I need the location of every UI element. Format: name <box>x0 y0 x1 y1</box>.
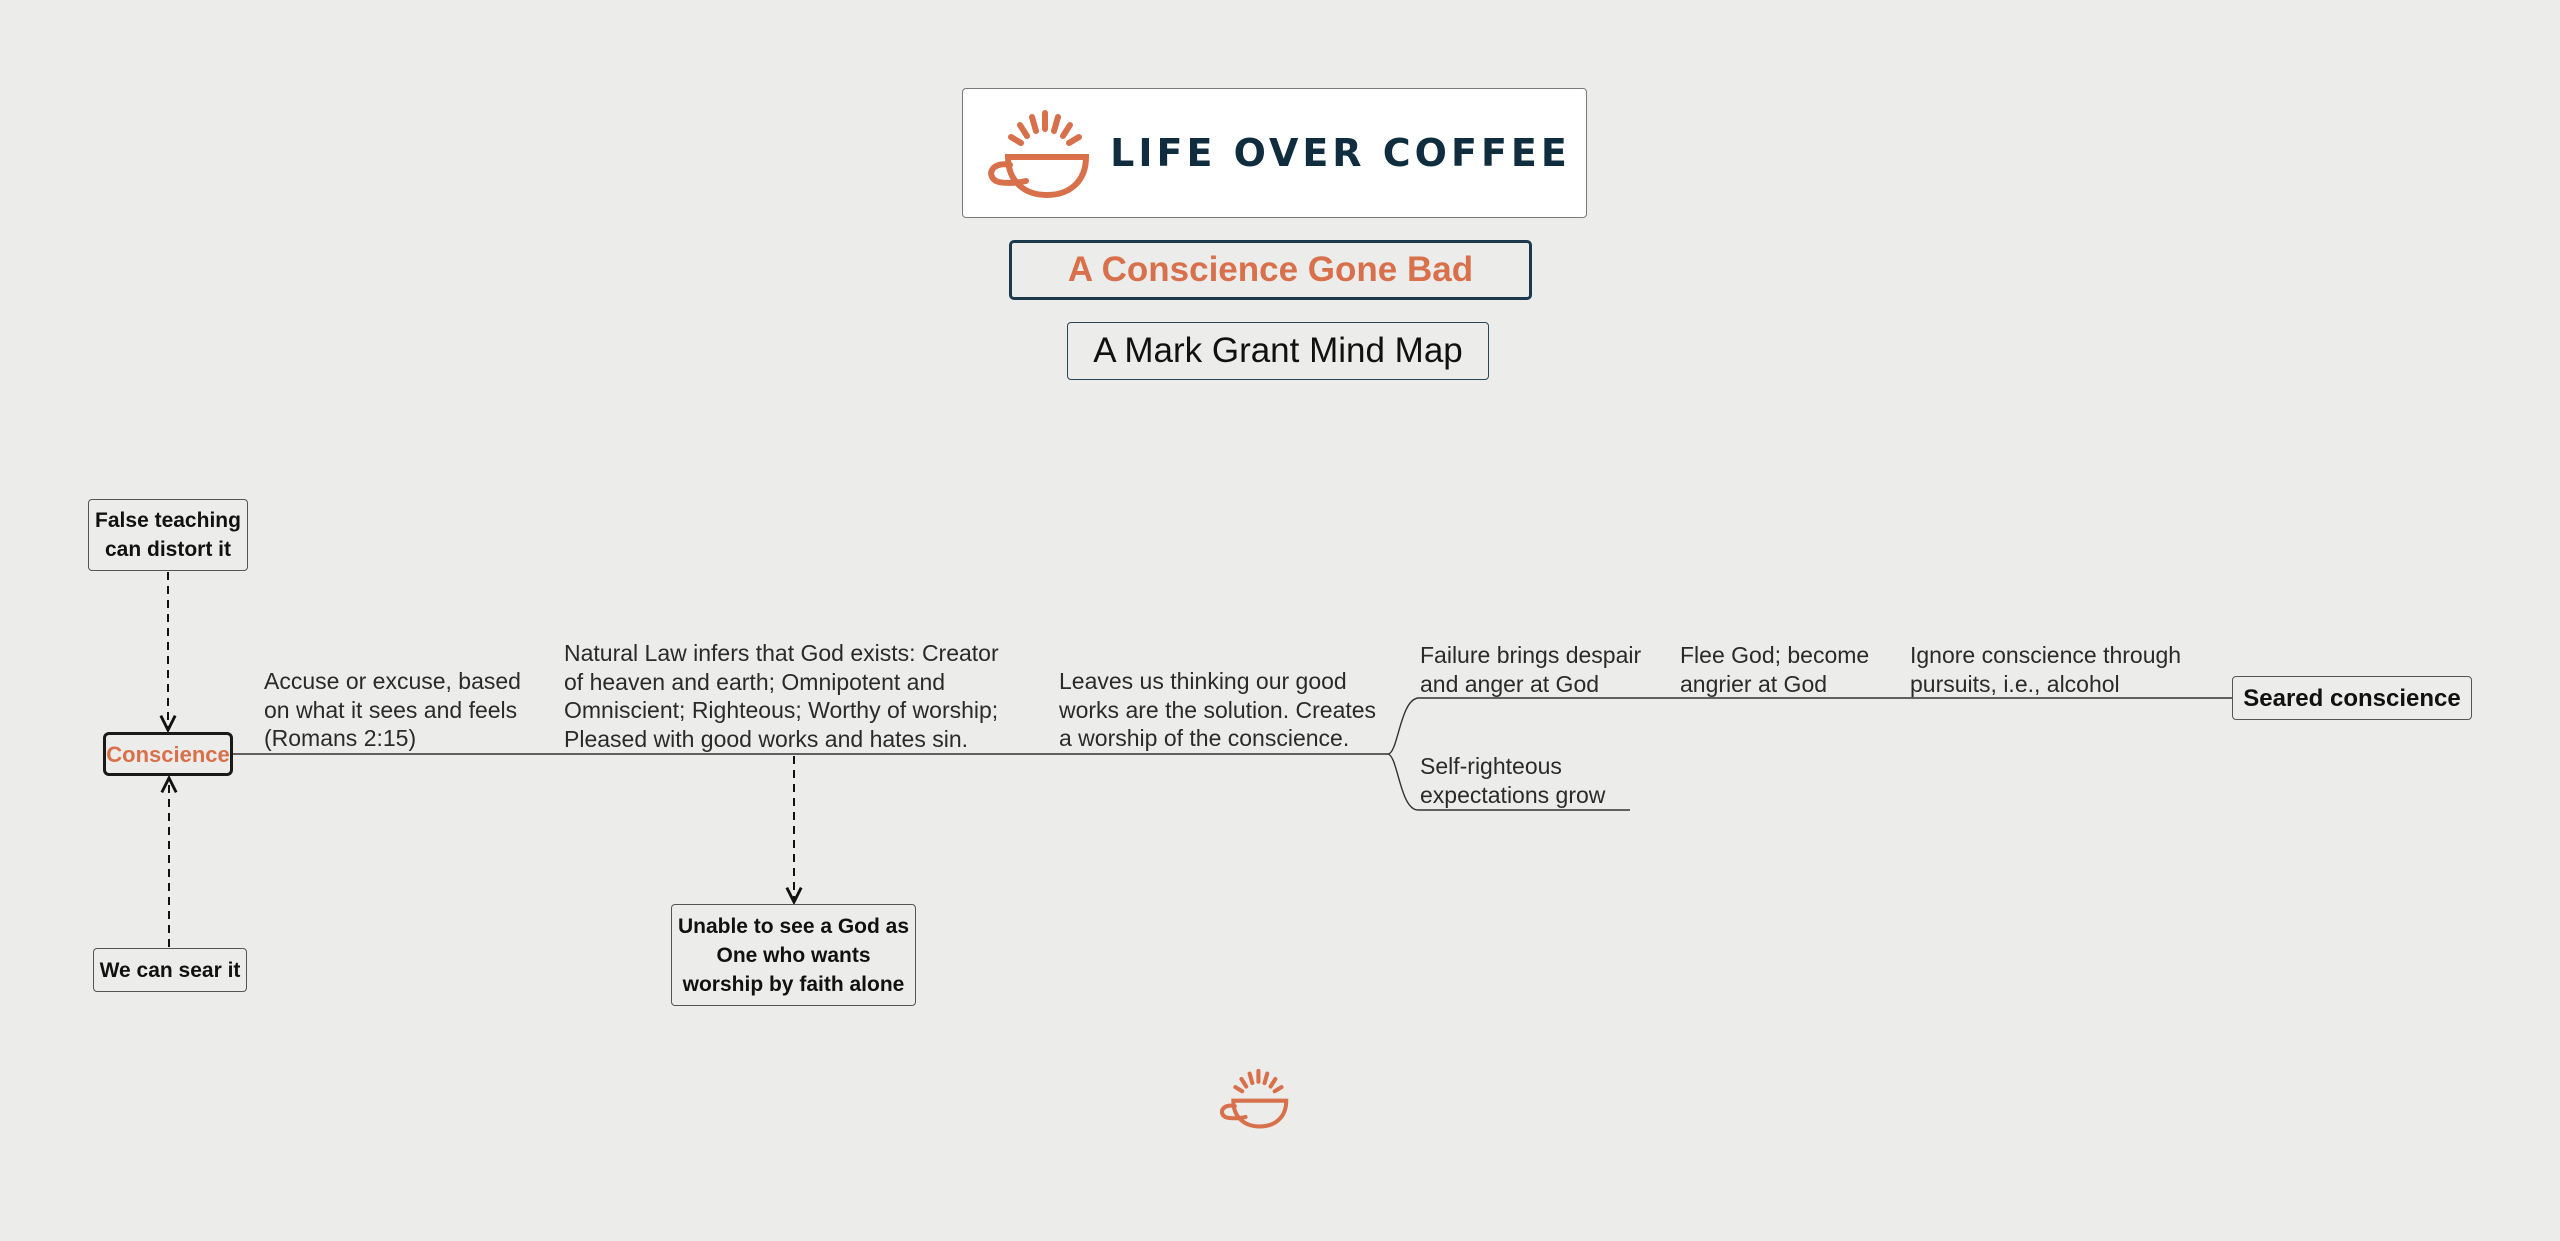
footer-coffee-cup-icon <box>1219 1068 1289 1129</box>
node-unable-to-see-god[interactable]: Unable to see a God as One who wants wor… <box>671 904 916 1006</box>
branch-label-accuse: Accuse or excuse, based on what it sees … <box>264 668 521 751</box>
node-false-teaching[interactable]: False teaching can distort it <box>88 499 248 571</box>
branch-label-failure: Failure brings despair and anger at God <box>1420 642 1642 697</box>
branch-label-natural-law: Natural Law infers that God exists: Crea… <box>564 640 999 752</box>
logo-text: LIFE OVER COFFEE <box>1110 131 1571 175</box>
branch-label-ignore: Ignore conscience through pursuits, i.e.… <box>1910 642 2182 697</box>
lower-fork-line <box>1387 753 1630 811</box>
branch-label-flee: Flee God; become angrier at God <box>1680 642 1870 697</box>
page-title: A Conscience Gone Bad <box>1067 250 1474 289</box>
branch-label-self-righteous: Self-righteous expectations grow <box>1420 753 1606 808</box>
branch-label-leaves-us: Leaves us thinking our good works are th… <box>1059 668 1377 751</box>
node-conscience-central[interactable]: Conscience <box>103 732 233 776</box>
node-seared-conscience[interactable]: Seared conscience <box>2232 676 2472 720</box>
node-we-can-sear-it[interactable]: We can sear it <box>93 948 247 992</box>
title-box: A Conscience Gone Bad <box>1009 240 1532 300</box>
subtitle-box: A Mark Grant Mind Map <box>1067 322 1489 380</box>
page-subtitle: A Mark Grant Mind Map <box>1093 331 1463 370</box>
coffee-cup-icon <box>988 110 1090 199</box>
upper-fork-line <box>1387 697 2232 755</box>
logo-banner: LIFE OVER COFFEE <box>962 88 1587 218</box>
